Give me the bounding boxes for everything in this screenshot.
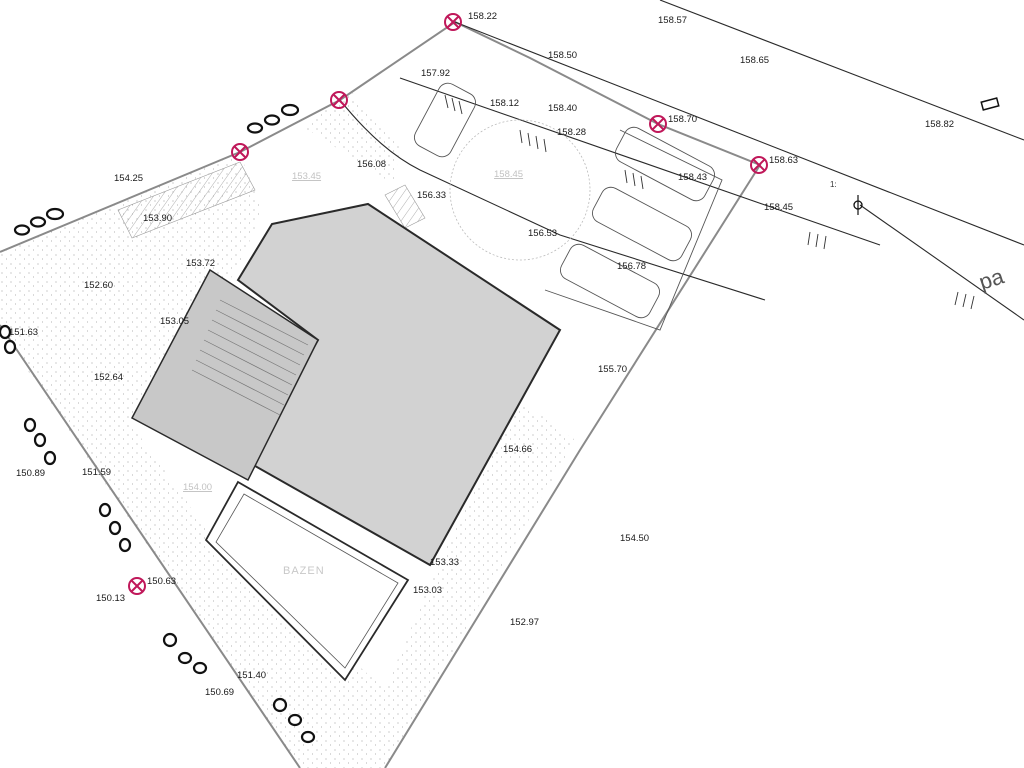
terrace-steps-west xyxy=(117,161,256,239)
parking-area xyxy=(413,82,723,331)
elevation-label: 153.72 xyxy=(186,258,215,269)
elevation-label: 153.03 xyxy=(413,585,442,596)
survey-point-label: 158.70 xyxy=(668,114,697,125)
hedges xyxy=(0,103,316,744)
survey-point-marker xyxy=(649,115,667,133)
survey-point-marker xyxy=(750,156,768,174)
elevation-label: 152.60 xyxy=(84,280,113,291)
elevation-label: 158.28 xyxy=(557,127,586,138)
elevation-label: 154.25 xyxy=(114,173,143,184)
survey-markers: 158.70 158.63 150.63 xyxy=(128,13,798,595)
elevation-label: 156.78 xyxy=(617,261,646,272)
terrace-steps-north xyxy=(384,184,426,229)
elevation-label: 158.43 xyxy=(678,172,707,183)
survey-point-marker xyxy=(444,13,462,31)
elevation-label: 158.40 xyxy=(548,103,577,114)
road-lines xyxy=(339,0,1024,321)
survey-point-marker xyxy=(330,91,348,109)
elevation-label: 153.33 xyxy=(430,557,459,568)
elevation-label: 152.64 xyxy=(94,372,123,383)
pool-outline xyxy=(204,480,410,682)
floor-level-mark: 153.45 xyxy=(292,171,321,182)
elevation-label: 156.53 xyxy=(528,228,557,239)
elevation-label: 150.89 xyxy=(16,468,45,479)
elevation-label: 158.82 xyxy=(925,119,954,130)
elevation-label: 154.66 xyxy=(503,444,532,455)
elevation-label: 151.63 xyxy=(9,327,38,338)
survey-point-marker xyxy=(128,577,146,595)
elevation-label: 152.97 xyxy=(510,617,539,628)
survey-point-label: 158.63 xyxy=(769,155,798,166)
elevation-label: 158.12 xyxy=(490,98,519,109)
elevation-label: 153.05 xyxy=(160,316,189,327)
pool-inner xyxy=(215,493,399,669)
garden-terrain-east xyxy=(385,400,575,768)
elevation-label: 157.92 xyxy=(421,68,450,79)
plot-boundary xyxy=(0,20,762,768)
stair-treads xyxy=(191,299,309,416)
elevation-label: 151.59 xyxy=(82,467,111,478)
floor-level-mark: 158.45 xyxy=(494,169,523,180)
floor-level-mark: 154.00 xyxy=(183,482,212,493)
elevation-label: 150.13 xyxy=(96,593,125,604)
elevation-label: 154.50 xyxy=(620,533,649,544)
survey-point-label: 150.63 xyxy=(147,576,176,587)
elevation-label: 158.57 xyxy=(658,15,687,26)
garden-terrain-north xyxy=(305,90,400,185)
elevation-label: 153.90 xyxy=(143,213,172,224)
elevation-label: 156.08 xyxy=(357,159,386,170)
elevation-label: 158.65 xyxy=(740,55,769,66)
elevation-label: 158.45 xyxy=(764,202,793,213)
survey-point-marker xyxy=(231,143,249,161)
pool-label: BAZEN xyxy=(283,565,325,577)
plot-boundary-south xyxy=(0,324,301,768)
elevation-label: 150.69 xyxy=(205,687,234,698)
slope-ticks xyxy=(444,94,975,310)
elevation-label: 155.70 xyxy=(598,364,627,375)
floor-level-labels: 153.45 158.45 154.00 xyxy=(183,169,523,493)
elevation-label: 158.50 xyxy=(548,50,577,61)
turning-circle xyxy=(449,119,591,261)
small-mark: 1: xyxy=(830,180,837,189)
elevation-label: 158.22 xyxy=(468,11,497,22)
utility-box xyxy=(980,97,1000,111)
elevation-label: 151.40 xyxy=(237,670,266,681)
elevation-label: 156.33 xyxy=(417,190,446,201)
